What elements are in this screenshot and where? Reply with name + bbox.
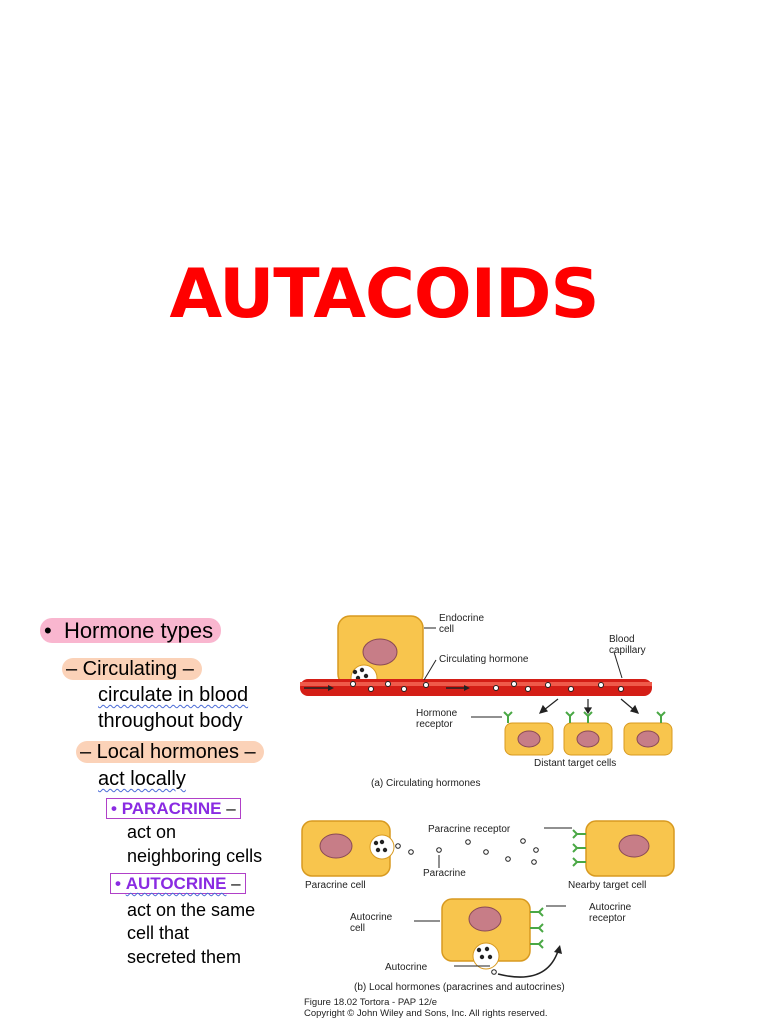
blood-capillary-label-2: capillary [609, 645, 646, 656]
autocrine-receptor-label-1: Autocrine [589, 902, 632, 913]
circulating-hormone-label: Circulating hormone [439, 654, 529, 665]
figure-credit-2: Copyright © John Wiley and Sons, Inc. Al… [304, 1008, 548, 1019]
paracrine-label: PARACRINE [121, 799, 222, 818]
bullet-hormone-types: • Hormone types [40, 618, 222, 644]
paracrine-cell-label: Paracrine cell [305, 880, 366, 891]
nearby-target-cell-label: Nearby target cell [568, 880, 646, 891]
hormone-figure: Endocrine cell Circulating hormone Blood… [296, 606, 766, 1021]
distant-target-cells [504, 722, 673, 756]
local-hormones-desc: act locally [98, 768, 186, 790]
delivery-arrows [538, 698, 640, 715]
caption-a: (a) Circulating hormones [371, 778, 481, 789]
circulating-desc-1: circulate in blood [98, 684, 249, 706]
hormone-types-text: Hormone types [63, 618, 214, 643]
label-pointers [423, 627, 623, 718]
autocrine-desc-2: cell that [127, 923, 190, 943]
panel-b-pointers [414, 827, 572, 967]
autocrine-cell [441, 898, 531, 975]
paracrine-receptor-label: Paracrine receptor [428, 824, 511, 835]
paracrine-receptors [572, 829, 586, 867]
autocrine-label: AUTOCRINE [125, 874, 227, 893]
paracrine-heading: • PARACRINE – [106, 798, 241, 819]
blood-capillary-label-1: Blood [609, 634, 635, 645]
endocrine-cell-label-1: Endocrine [439, 613, 484, 624]
hormone-receptor-label-2: receptor [416, 719, 453, 730]
hormone-receptors [503, 711, 666, 723]
autocrine-desc-3: secreted them [127, 947, 242, 967]
hormone-diagram: Endocrine cell Circulating hormone Blood… [300, 613, 675, 1019]
autocrine-cell-label-1: Autocrine [350, 912, 393, 923]
autocrine-cell-label-2: cell [350, 923, 365, 934]
panel-b-labels: Paracrine receptor Paracrine Paracrine c… [304, 824, 646, 1019]
paracrine-desc-1: act on [127, 822, 177, 842]
paracrine-desc-2: neighboring cells [127, 846, 263, 866]
autocrine-heading: • AUTOCRINE – [110, 873, 246, 894]
paracrine-molecules [395, 838, 539, 865]
panel-a-labels: Endocrine cell Circulating hormone Blood… [371, 613, 646, 789]
nearby-target-cell [585, 820, 675, 877]
endocrine-cell-label-2: cell [439, 624, 454, 635]
circulating-line: – Circulating – [62, 658, 202, 681]
autocrine-desc-1: act on the same [127, 900, 256, 920]
slide-title: AUTACOIDS [169, 255, 600, 334]
local-hormones-line: – Local hormones – [76, 741, 264, 764]
blood-capillary [300, 679, 652, 696]
circulating-desc-2: throughout body [98, 710, 243, 732]
hormone-receptor-label-1: Hormone [416, 708, 458, 719]
caption-b: (b) Local hormones (paracrines and autoc… [354, 982, 565, 993]
autocrine-receptors [530, 907, 544, 949]
autocrine-receptor-label-2: receptor [589, 913, 626, 924]
distant-target-cells-label: Distant target cells [534, 758, 616, 769]
paracrine-label: Paracrine [423, 868, 466, 879]
endocrine-cell [337, 615, 424, 692]
autocrine-return-arrow [497, 945, 562, 978]
paracrine-cell [301, 820, 395, 877]
autocrine-label: Autocrine [385, 962, 428, 973]
figure-credit-1: Figure 18.02 Tortora - PAP 12/e [304, 997, 437, 1008]
